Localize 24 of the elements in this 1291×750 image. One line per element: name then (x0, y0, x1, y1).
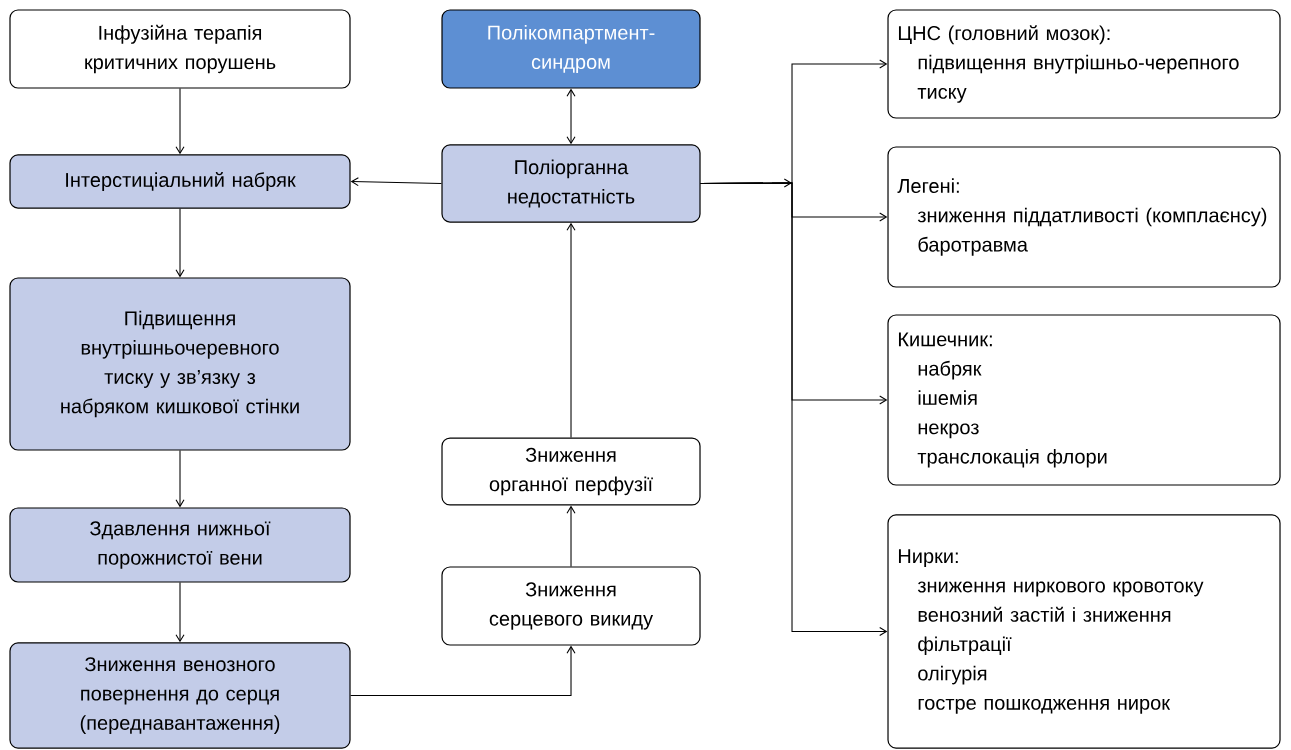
arrow (175, 582, 185, 643)
process-box: Зниження органної перфузії (441, 437, 701, 506)
process-box: Підвищення внутрішньочеревного тиску у зв’язку з набряком кишкової стінки (9, 277, 351, 451)
process-box: Полікомпартмент-синдром (441, 9, 701, 89)
list-box: Нирки: зниження ниркового кровотоку венозний застій і зниження фільтрації олігурія гостре пошкодження нирок (887, 514, 1281, 749)
arrow (350, 645, 576, 697)
arrow (175, 208, 185, 278)
list-box: Кишечник: набряк ішемія некроз транслокація флори (887, 314, 1281, 486)
arrow (700, 182, 888, 637)
process-box: Інтерстиціальний набряк (9, 154, 351, 209)
process-box: Поліорганна недостатність (441, 144, 701, 223)
arrow (350, 177, 442, 187)
arrow (566, 505, 576, 567)
process-box: Зниження серцевого викиду (441, 566, 701, 646)
arrow (566, 88, 576, 145)
arrow (175, 450, 185, 508)
list-box: Легені: зниження піддатливості (комплаєнсу) баротравма (887, 146, 1281, 288)
arrow (566, 222, 576, 438)
process-box: Інфузійна терапія критичних порушень (9, 9, 351, 89)
list-box: ЦНС (головний мозок): підвищення внутрішньо-черепного тиску (887, 9, 1281, 119)
process-box: Зниження венозного повернення до серця (переднавантаження) (9, 642, 351, 749)
process-box: Здавлення нижньої порожнистої вени (9, 507, 351, 583)
arrowhead (771, 178, 792, 188)
arrow (175, 88, 185, 155)
